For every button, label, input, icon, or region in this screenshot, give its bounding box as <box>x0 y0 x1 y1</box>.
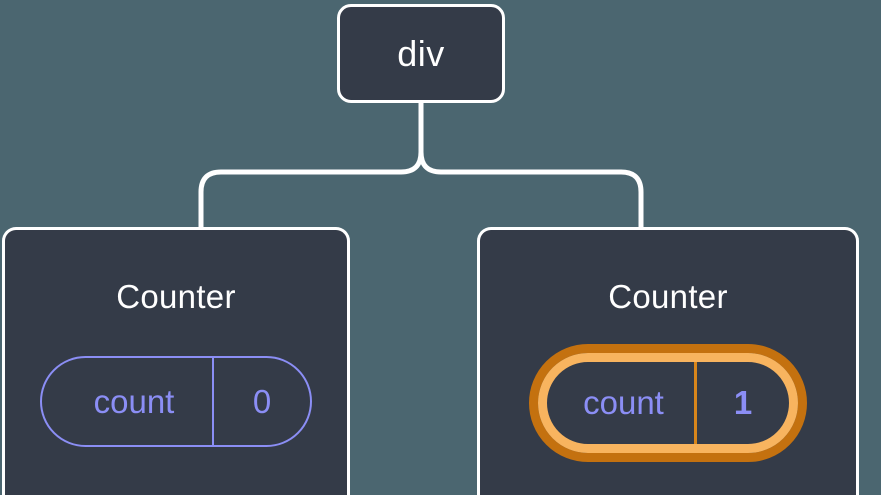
state-pill-highlight-ring: count 1 <box>529 344 807 462</box>
node-counter-left[interactable]: Counter count 0 <box>2 227 350 495</box>
state-pill-right[interactable]: count 1 <box>538 353 798 453</box>
state-pill-left[interactable]: count 0 <box>40 356 312 447</box>
connector-branch-left <box>198 100 424 232</box>
state-value-left: 0 <box>252 382 272 420</box>
state-pill-wrap-left: count 0 <box>40 313 312 447</box>
node-counter-right[interactable]: Counter count 1 <box>477 227 859 495</box>
state-pill-wrap-right: count 1 <box>529 313 807 462</box>
node-div-label: div <box>397 32 445 74</box>
node-div[interactable]: div <box>337 4 505 103</box>
node-counter-left-title: Counter <box>116 278 236 315</box>
state-key-right: count <box>547 362 697 444</box>
connector-branch-right <box>418 100 644 232</box>
node-counter-right-title: Counter <box>608 278 728 315</box>
state-value-right: 1 <box>733 384 753 421</box>
state-key-left: count <box>42 358 214 445</box>
